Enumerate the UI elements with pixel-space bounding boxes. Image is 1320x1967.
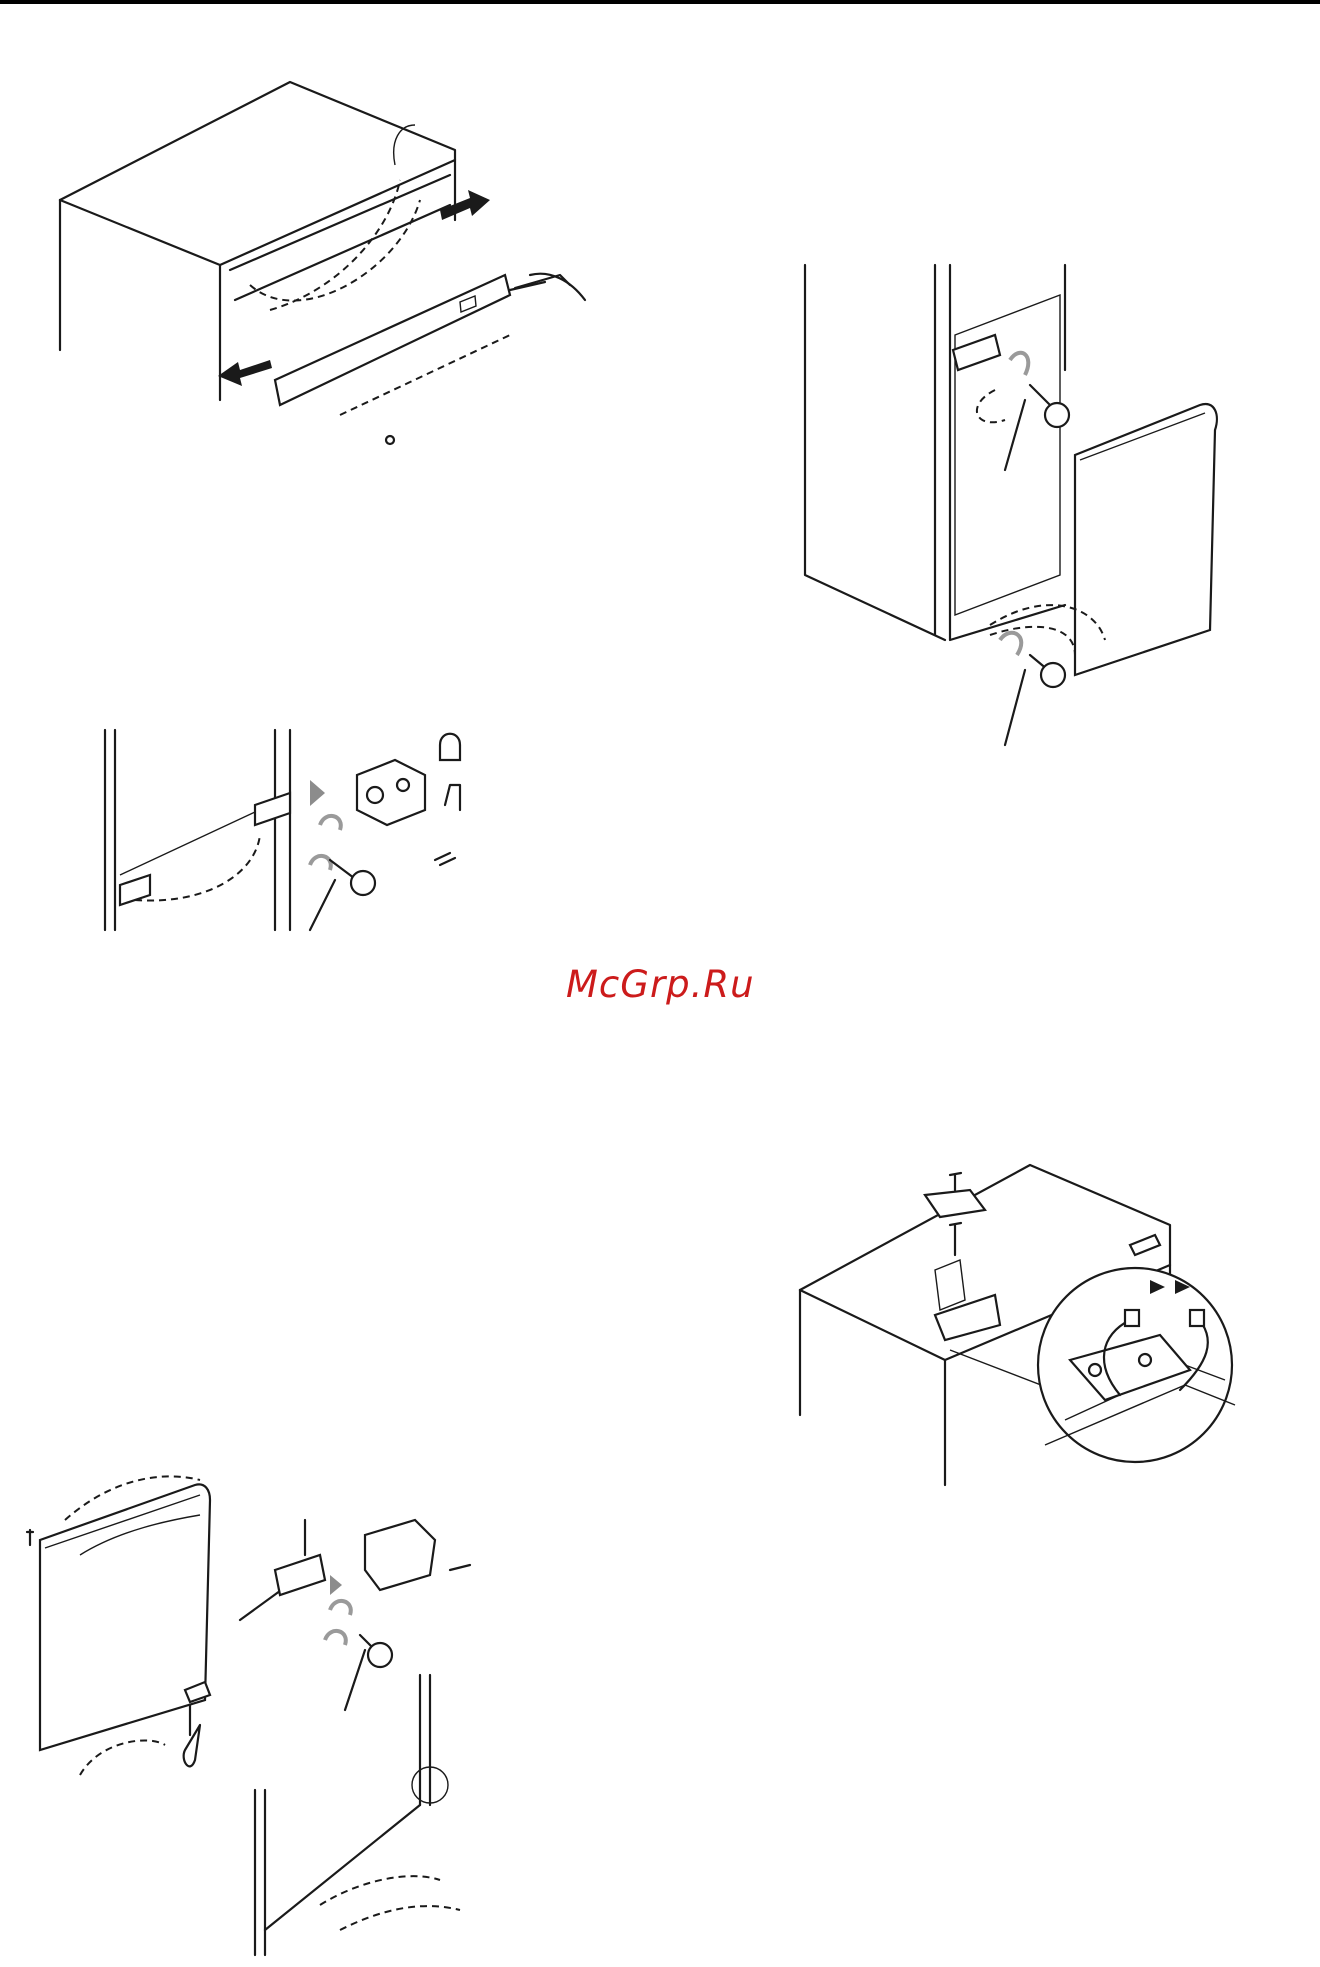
screw-icon bbox=[950, 1223, 961, 1255]
figure-top-cover-cable bbox=[795, 1165, 1285, 1525]
push-arrow-icon bbox=[330, 1575, 342, 1595]
figure-door-reinstall bbox=[20, 1460, 490, 1960]
rotate-arrow-icon bbox=[1010, 353, 1028, 375]
screw-icon bbox=[27, 1530, 33, 1545]
hinge-icon bbox=[953, 335, 1000, 370]
watermark: McGrp.Ru bbox=[566, 960, 766, 1010]
figure-middle-hinge-removal bbox=[95, 725, 475, 935]
screwdriver-icon bbox=[184, 1705, 200, 1766]
top-cover-illustration bbox=[795, 1165, 1285, 1525]
screw-icon bbox=[435, 853, 455, 865]
door-reinstall-illustration bbox=[20, 1460, 490, 1960]
rotate-arrow-icon bbox=[310, 856, 331, 870]
cap-icon bbox=[440, 734, 460, 760]
screw-icon bbox=[450, 1565, 470, 1570]
hinge-bracket bbox=[365, 1520, 435, 1590]
screw-icon bbox=[950, 1173, 961, 1190]
upper-hinge-illustration bbox=[795, 255, 1265, 755]
rotate-arrow-icon bbox=[330, 1601, 351, 1615]
rear-panel-illustration bbox=[40, 70, 620, 470]
rotate-arrow-icon bbox=[320, 816, 341, 830]
hinge-icon bbox=[275, 1555, 325, 1595]
middle-hinge-illustration bbox=[95, 725, 475, 935]
door-icon bbox=[1075, 404, 1217, 675]
rear-panel bbox=[275, 275, 510, 405]
figure-upper-hinge-removal bbox=[795, 255, 1265, 755]
figure-rear-panel-removal bbox=[40, 70, 620, 470]
rotate-arrow-icon bbox=[325, 1631, 346, 1645]
top-rule bbox=[0, 0, 1320, 4]
pull-arrow-icon bbox=[218, 360, 272, 386]
push-arrow-icon bbox=[310, 780, 325, 806]
rotate-arrow-icon bbox=[1000, 633, 1021, 655]
hinge-icon bbox=[255, 793, 290, 825]
door-icon bbox=[40, 1484, 210, 1750]
screw-icon bbox=[386, 436, 394, 444]
